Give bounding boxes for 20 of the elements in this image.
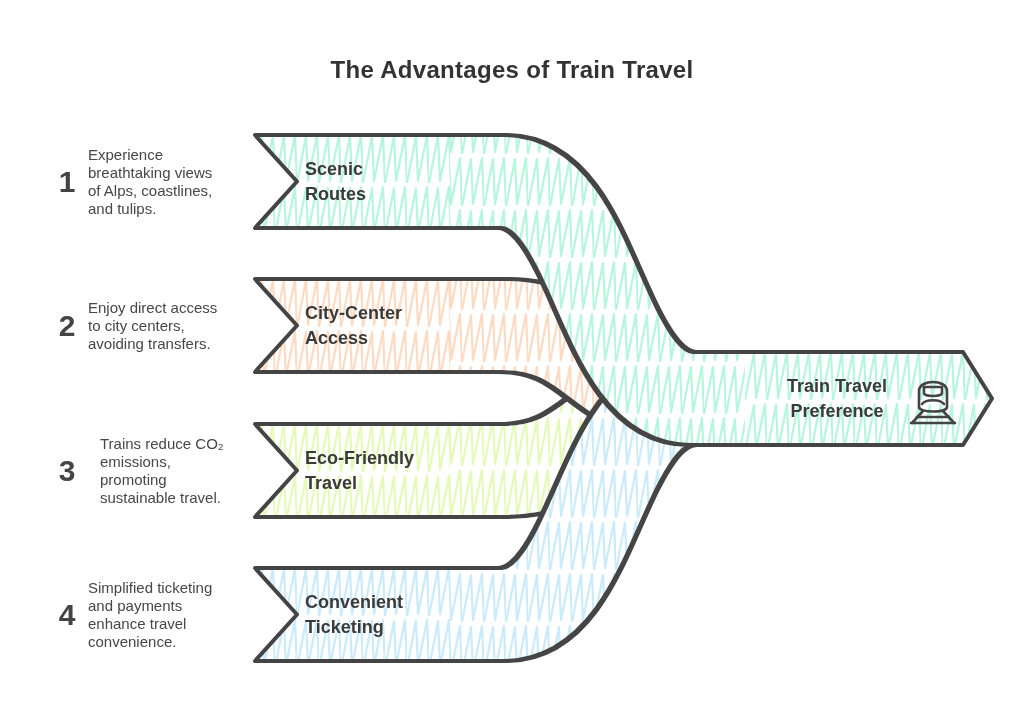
diagram-title: The Advantages of Train Travel	[330, 56, 694, 84]
description-text: Enjoy direct access to city centers, avoiding transfers.	[88, 298, 219, 353]
arrow-band	[745, 350, 995, 447]
chevron-band	[253, 277, 450, 374]
node-label: City-Center Access	[305, 302, 403, 350]
chevron-band	[253, 133, 450, 230]
step-number: 4	[57, 599, 77, 630]
chevron-band	[253, 422, 450, 519]
node-label: Train Travel Preference	[785, 375, 889, 423]
node-label: Convenient Ticketing	[305, 591, 404, 639]
step-number: 1	[57, 166, 77, 197]
description-text: Trains reduce CO₂ emissions, promoting sustainable travel.	[100, 434, 225, 507]
node-label: Scenic Routes	[305, 158, 367, 206]
chevron-band	[253, 566, 450, 663]
step-number: 3	[57, 455, 77, 486]
description-text: Simplified ticketing and payments enhance travel convenience.	[88, 578, 214, 651]
step-number: 2	[57, 310, 77, 341]
description-text: Experience breathtaking views of Alps, coastlines, and tulips.	[88, 145, 214, 218]
node-label: Eco-Friendly Travel	[305, 447, 416, 495]
flow-ribbon	[450, 137, 745, 443]
